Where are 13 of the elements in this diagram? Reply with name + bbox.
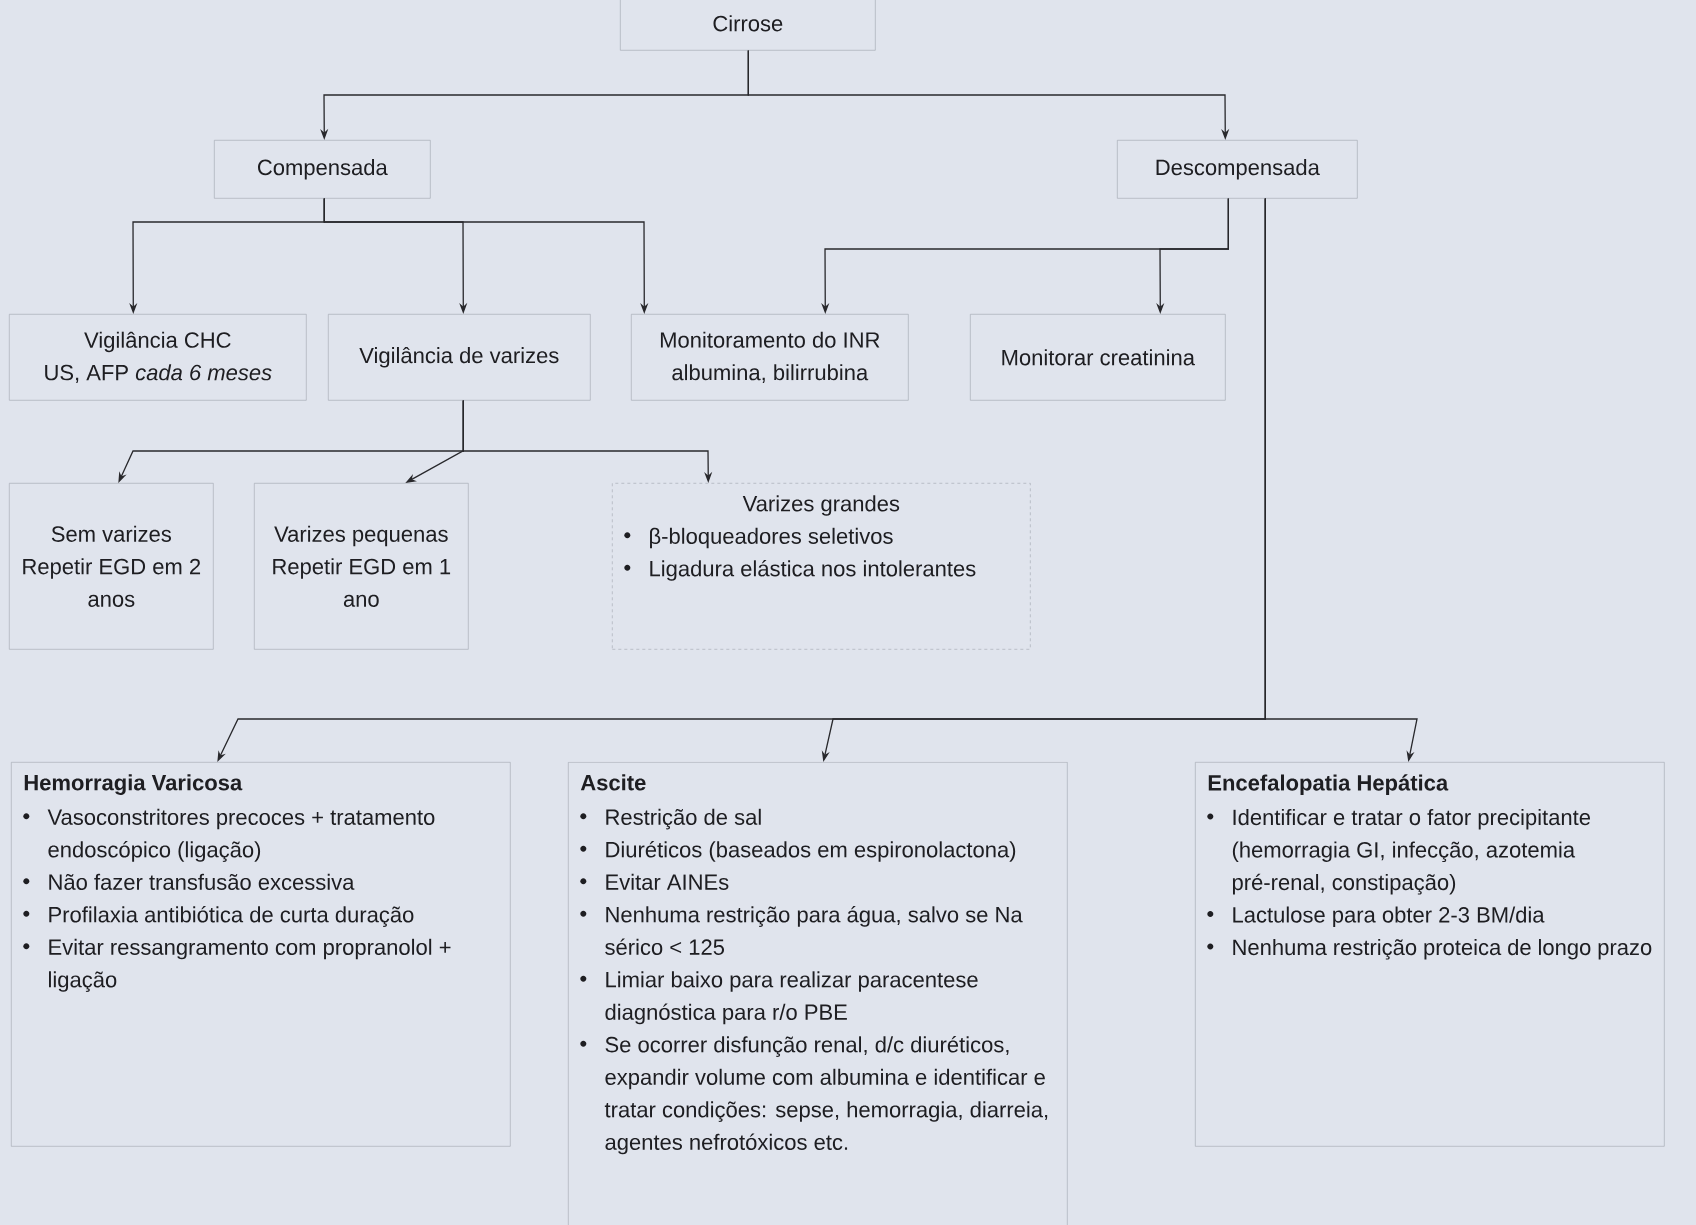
info-box: Ascite Restrição de sal Diuréticos (baseados em espironolactona) Evitar AINEs Nenhuma restrição para água, salvo se Na sérico < 125 Limiar baixo para realizar paracentese diagnóstica para r/o PBE Se ocorrer disfunção renal, d/c diuréticos, expandir volume com albumina e identificar e tratar condições: sepse, hemorragia, diarreia, agentes nefrotóxicos etc. (568, 762, 1068, 1225)
process-box: Cirrose (620, 0, 876, 51)
process-box: Compensada (214, 140, 431, 199)
process-box: Vigilância de varizes (328, 314, 591, 401)
info-box: Hemorragia Varicosa Vasoconstritores precoces + tratamento endoscópico (ligação) Não fazer transfusão excessiva Profilaxia antibiótica de curta duração Evitar ressangramento com propranolol + ligação (11, 762, 511, 1147)
info-box: Varizes grandes β-bloqueadores seletivos Ligadura elástica nos intolerantes (612, 483, 1031, 650)
process-box: Monitorar creatinina (970, 314, 1226, 401)
process-box: Varizes pequenas Repetir EGD em 1 ano (254, 483, 469, 650)
process-box: Descompensada (1117, 140, 1358, 199)
info-box: Encefalopatia Hepática Identificar e tratar o fator precipitante (hemorragia GI, infecção, azotemia pré-renal, constipação) Lactulose para obter 2-3 BM/dia Nenhuma restrição proteica de longo prazo (1195, 762, 1665, 1147)
process-box: Sem varizes Repetir EGD em 2 anos (9, 483, 214, 650)
process-box: Monitoramento do INR albumina, bilirrubina (631, 314, 909, 401)
process-box: Vigilância CHC US, AFP cada 6 meses (9, 314, 307, 401)
